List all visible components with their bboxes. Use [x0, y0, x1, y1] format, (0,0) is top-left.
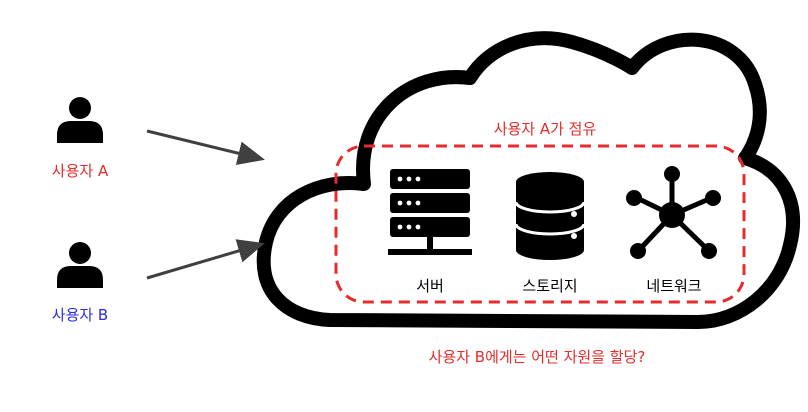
question-text: 사용자 B에게는 어떤 자원을 할당?	[429, 348, 646, 366]
arrow-user-a	[146, 129, 265, 165]
server-icon	[388, 169, 472, 255]
storage-icon	[514, 172, 586, 260]
resource-label-storage: 스토리지	[522, 277, 577, 295]
user-a-label: 사용자 A	[52, 162, 109, 180]
resource-label-network: 네트워크	[646, 277, 701, 295]
network-icon	[626, 166, 721, 259]
occupied-label: 사용자 A가 점유	[494, 120, 597, 138]
resource-label-server: 서버	[416, 277, 444, 295]
user-a-icon	[57, 97, 103, 143]
user-b-label: 사용자 B	[52, 306, 108, 324]
arrow-user-b	[146, 239, 265, 280]
user-b-icon	[57, 242, 103, 288]
